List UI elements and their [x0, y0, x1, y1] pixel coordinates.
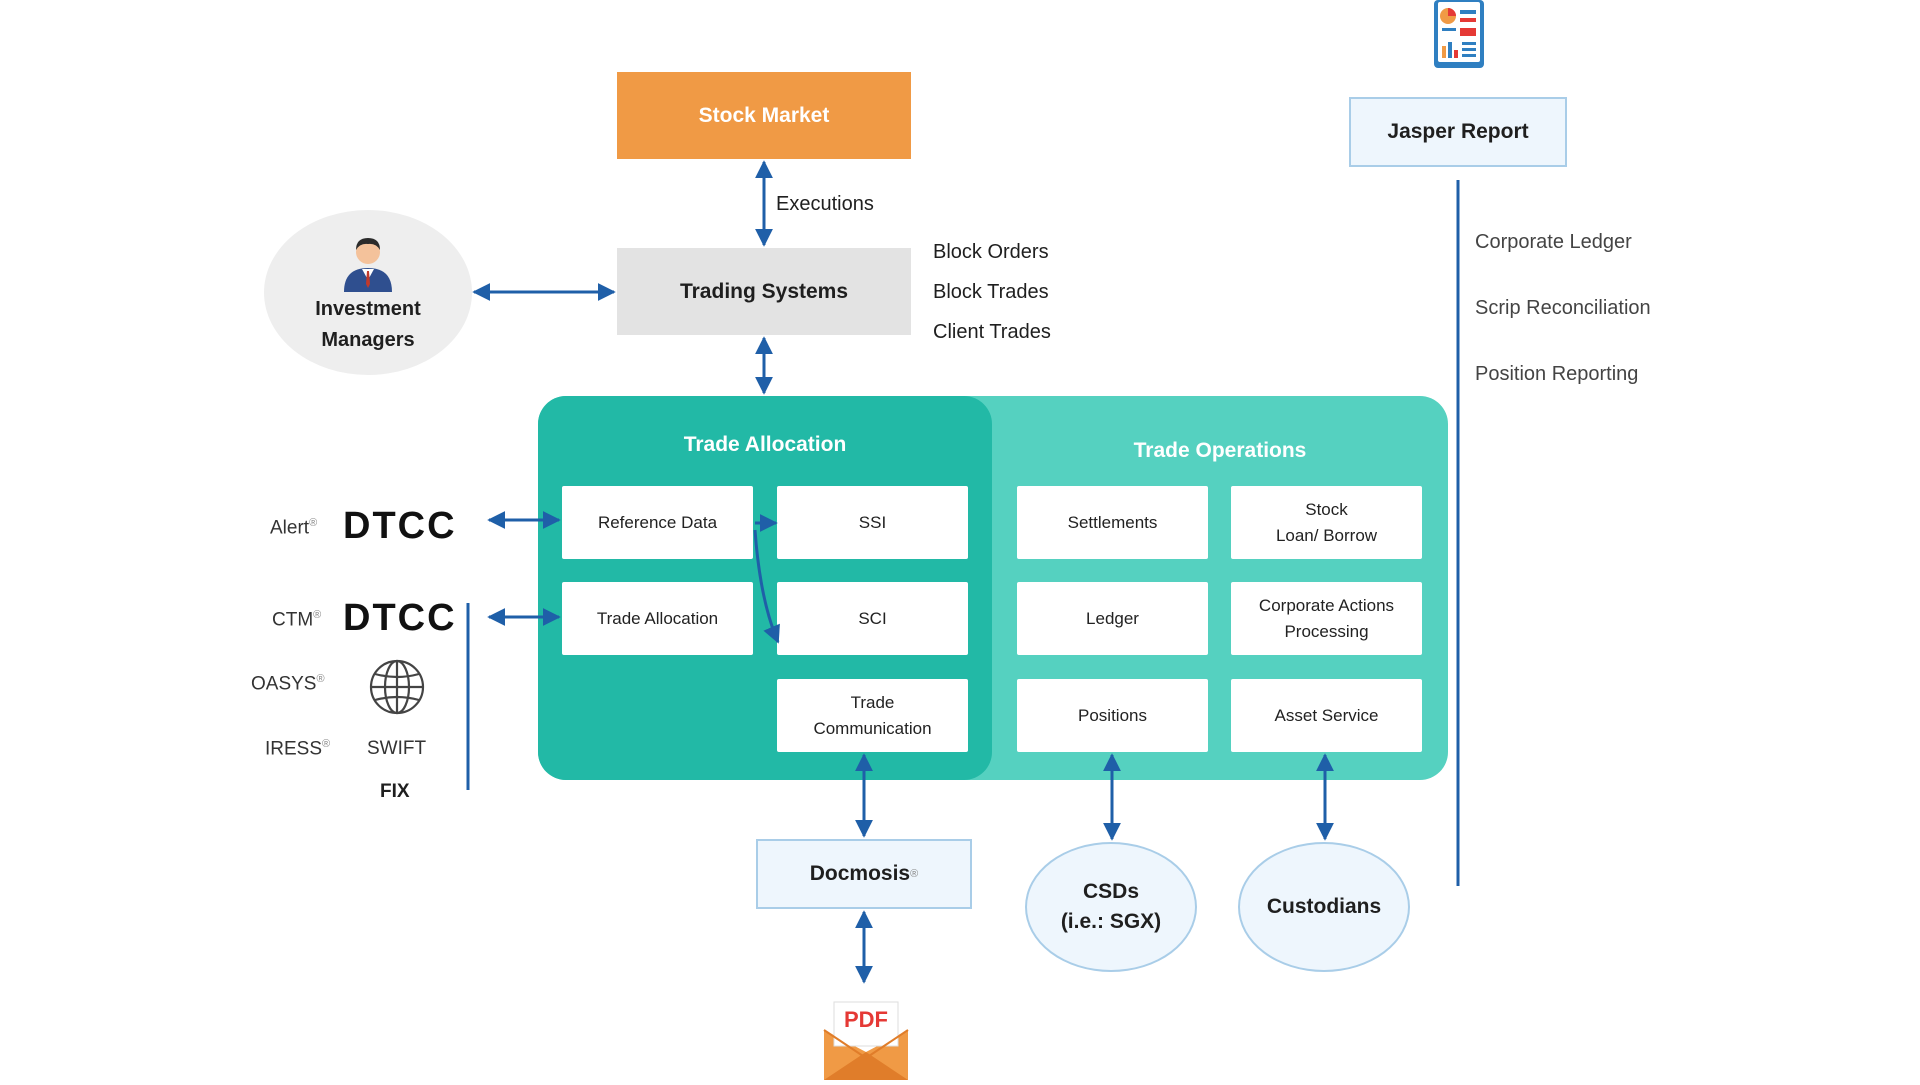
stock-loan-borrow-box: Stock Loan/ Borrow	[1231, 486, 1422, 559]
pdf-label: PDF	[844, 1007, 888, 1032]
asset-service-box: Asset Service	[1231, 679, 1422, 752]
manager-person-icon	[344, 237, 392, 292]
investment-managers-line1: Investment	[315, 297, 421, 320]
report-icon	[1434, 0, 1484, 68]
csds-line2: (i.e.: SGX)	[1060, 910, 1162, 933]
order-type-block-orders: Block Orders	[933, 241, 1049, 263]
ledger-label: Ledger	[1086, 608, 1139, 628]
stock-loan-line2: Loan/ Borrow	[1275, 525, 1378, 545]
trade-communication-line2: Communication	[813, 718, 932, 738]
investment-managers-node: Investment Managers	[264, 210, 472, 375]
order-type-client-trades: Client Trades	[933, 321, 1051, 343]
iress-registered-mark: ®	[322, 738, 331, 750]
pdf-envelope-icon: PDF	[822, 1000, 910, 1080]
ledger-box: Ledger	[1017, 582, 1208, 655]
ssi-box: SSI	[777, 486, 968, 559]
reference-data-box: Reference Data	[562, 486, 753, 559]
globe-icon	[369, 659, 425, 715]
csds-node: CSDs (i.e.: SGX)	[1025, 842, 1197, 972]
docmosis-box: Docmosis®	[756, 839, 972, 909]
custodians-label: Custodians	[1266, 895, 1382, 918]
dtcc-logo-ctm: DTCC	[343, 597, 457, 639]
positions-label: Positions	[1078, 705, 1147, 725]
ctm-label: CTM®	[272, 609, 321, 631]
trade-communication-line1: Trade	[850, 692, 895, 712]
trade-allocation-title: Trade Allocation	[683, 433, 847, 456]
settlements-label: Settlements	[1067, 512, 1158, 532]
trading-systems-box: Trading Systems	[617, 248, 911, 335]
asset-service-label: Asset Service	[1274, 705, 1379, 725]
order-type-block-trades: Block Trades	[933, 281, 1049, 303]
jasper-report-label: Jasper Report	[1387, 120, 1529, 143]
trade-allocation-label: Trade Allocation	[596, 608, 719, 628]
alert-text: Alert	[270, 517, 310, 539]
custodians-node: Custodians	[1238, 842, 1410, 972]
oasys-text: OASYS	[251, 673, 317, 695]
trade-operations-title: Trade Operations	[1133, 439, 1307, 462]
settlements-box: Settlements	[1017, 486, 1208, 559]
jasper-item-position-reporting: Position Reporting	[1475, 363, 1639, 385]
jasper-item-corporate-ledger: Corporate Ledger	[1475, 231, 1632, 253]
jasper-item-scrip-reconciliation: Scrip Reconciliation	[1475, 297, 1651, 319]
alert-registered-mark: ®	[309, 517, 318, 529]
corporate-actions-line2: Processing	[1284, 621, 1369, 641]
corporate-actions-box: Corporate Actions Processing	[1231, 582, 1422, 655]
docmosis-label: Docmosis	[809, 862, 911, 885]
executions-label: Executions	[776, 193, 874, 215]
oasys-label: OASYS®	[251, 673, 325, 695]
csds-line1: CSDs	[1082, 880, 1140, 903]
oasys-registered-mark: ®	[316, 673, 325, 685]
iress-label: IRESS®	[265, 738, 330, 760]
swift-label: SWIFT	[367, 738, 427, 759]
trading-systems-label: Trading Systems	[679, 279, 849, 303]
positions-box: Positions	[1017, 679, 1208, 752]
jasper-report-box: Jasper Report	[1349, 97, 1567, 167]
corporate-actions-line1: Corporate Actions	[1258, 595, 1395, 615]
iress-text: IRESS	[265, 738, 323, 760]
stock-market-label: Stock Market	[698, 103, 830, 127]
ctm-registered-mark: ®	[313, 609, 322, 621]
report-document-icon	[1432, 0, 1486, 70]
stock-market-box: Stock Market	[617, 72, 911, 159]
dtcc-logo-alert: DTCC	[343, 505, 457, 547]
sci-label: SCI	[858, 608, 887, 628]
sci-box: SCI	[777, 582, 968, 655]
investment-managers-line2: Managers	[321, 328, 415, 351]
trade-communication-box: Trade Communication	[777, 679, 968, 752]
fix-label: FIX	[380, 781, 410, 802]
trade-allocation-box: Trade Allocation	[562, 582, 753, 655]
ctm-text: CTM	[272, 609, 314, 631]
alert-label: Alert®	[270, 517, 317, 539]
docmosis-registered-mark: ®	[910, 868, 919, 880]
stock-loan-line1: Stock	[1305, 499, 1348, 519]
reference-data-label: Reference Data	[597, 512, 718, 532]
envelope-icon	[823, 1001, 909, 1080]
ssi-label: SSI	[858, 512, 887, 532]
